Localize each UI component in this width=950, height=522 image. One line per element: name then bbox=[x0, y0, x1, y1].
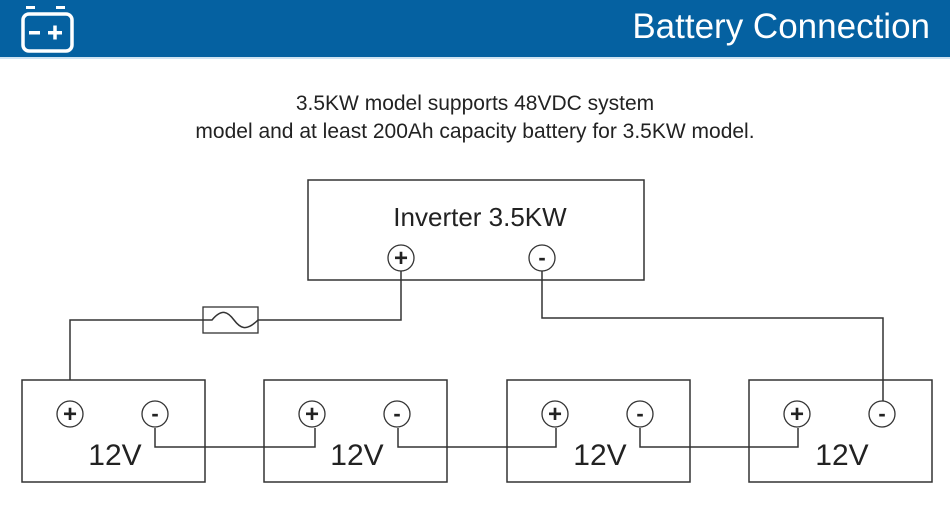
inverter: Inverter 3.5KW + - bbox=[307, 179, 645, 281]
positive-wire-to-battery bbox=[69, 319, 203, 380]
battery-negative-terminal: - bbox=[141, 400, 169, 428]
battery-negative-terminal: - bbox=[383, 400, 411, 428]
series-link-1 bbox=[154, 428, 316, 448]
battery-positive-terminal: + bbox=[56, 400, 84, 428]
battery-positive-terminal: + bbox=[783, 400, 811, 428]
page-title: Battery Connection bbox=[632, 7, 930, 46]
description-line-1: 3.5KW model supports 48VDC system bbox=[295, 92, 655, 115]
battery-3: + -12V bbox=[506, 379, 691, 483]
battery-1: + -12V bbox=[21, 379, 206, 483]
battery-voltage-label: 12V bbox=[815, 439, 868, 472]
fuse-icon bbox=[202, 306, 259, 334]
svg-text:+: + bbox=[790, 401, 804, 428]
battery-negative-terminal: - bbox=[626, 400, 654, 428]
battery-voltage-label: 12V bbox=[573, 439, 626, 472]
inverter-positive-terminal: + bbox=[387, 244, 415, 272]
svg-text:-: - bbox=[151, 401, 158, 426]
battery-voltage-label: 12V bbox=[330, 439, 383, 472]
svg-text:-: - bbox=[393, 401, 400, 426]
wires bbox=[69, 271, 884, 448]
battery-voltage-label: 12V bbox=[88, 439, 141, 472]
battery-2: + -12V bbox=[263, 379, 448, 483]
battery-positive-terminal: + bbox=[298, 400, 326, 428]
battery-4: + -12V bbox=[748, 379, 933, 483]
svg-text:-: - bbox=[636, 401, 643, 426]
inverter-label: Inverter 3.5KW bbox=[393, 202, 567, 232]
svg-text:+: + bbox=[305, 401, 319, 428]
svg-text:+: + bbox=[548, 401, 562, 428]
series-link-3 bbox=[639, 428, 799, 448]
svg-text:+: + bbox=[394, 245, 408, 272]
description-line-2: model and at least 200Ah capacity batter… bbox=[195, 120, 755, 143]
inverter-negative-terminal: - bbox=[528, 244, 556, 272]
battery-icon bbox=[21, 6, 74, 53]
battery-negative-terminal: - bbox=[868, 400, 896, 428]
header-bar: Battery Connection bbox=[0, 0, 950, 59]
battery-positive-terminal: + bbox=[541, 400, 569, 428]
positive-wire bbox=[258, 271, 402, 321]
series-link-2 bbox=[397, 428, 557, 448]
negative-wire bbox=[541, 271, 884, 402]
svg-text:-: - bbox=[538, 245, 545, 270]
svg-text:-: - bbox=[878, 401, 885, 426]
svg-text:+: + bbox=[63, 401, 77, 428]
